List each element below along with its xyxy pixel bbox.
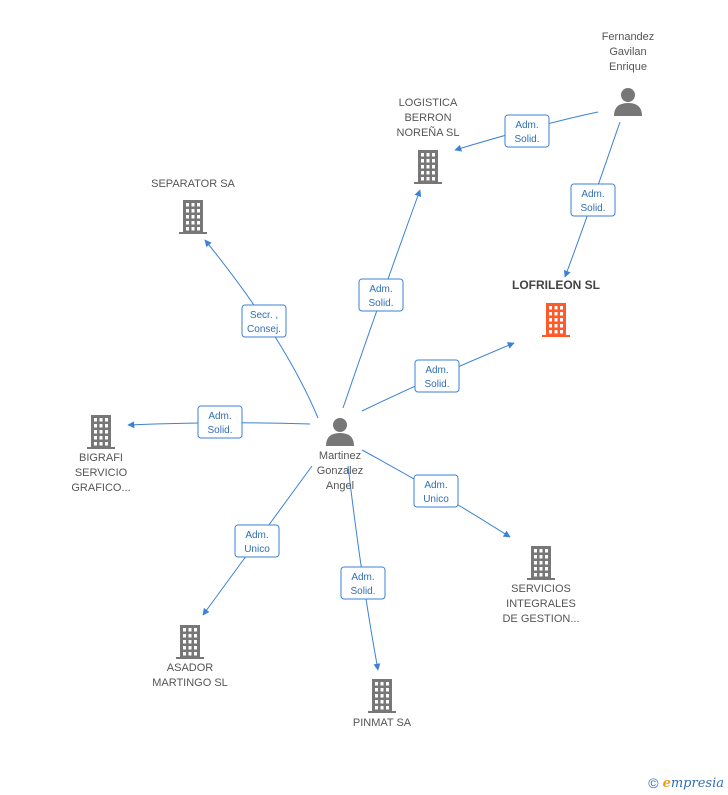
node-label: Gavilan [609, 46, 646, 58]
copyright-icon: © [648, 775, 659, 791]
edge-label-text: Adm. [424, 480, 447, 491]
node-label: Angel [326, 480, 354, 492]
node-bigrafi[interactable]: BIGRAFI SERVICIO GRAFICO... [71, 415, 131, 494]
node-label: PINMAT SA [353, 717, 412, 729]
node-label: LOGISTICA [399, 97, 458, 109]
edge-martinez-lofrileon: Adm. Solid. [361, 342, 515, 412]
edge-martinez-bigrafi: Adm. Solid. [127, 405, 311, 439]
edge-label-text: Solid. [350, 586, 375, 597]
edge-label-text: Adm. [581, 189, 604, 200]
edge-label-box[interactable] [234, 524, 280, 558]
person-icon [614, 88, 642, 116]
node-servicios[interactable]: SERVICIOS INTEGRALES DE GESTION... [502, 546, 580, 625]
edge-label-text: Solid. [368, 298, 393, 309]
node-label: Martinez [319, 450, 361, 462]
edge-martinez-asador: Adm. Unico [202, 465, 313, 616]
building-icon [176, 625, 204, 659]
footer-brand: © empresia [648, 775, 724, 791]
node-label: INTEGRALES [506, 598, 576, 610]
edge-label-text: Secr. , [250, 310, 278, 321]
node-logistica[interactable]: LOGISTICA BERRON NOREÑA SL [397, 97, 460, 184]
node-asador[interactable]: ASADOR MARTINGO SL [152, 625, 228, 689]
node-lofrileon[interactable]: LOFRILEON SL [512, 278, 600, 337]
edge-label-text: Unico [423, 494, 449, 505]
edge-label-text: Adm. [369, 284, 392, 295]
edge-martinez-pinmat: Adm. Solid. [340, 465, 386, 671]
node-separator[interactable]: SEPARATOR SA [151, 178, 236, 234]
node-label: DE GESTION... [502, 613, 579, 625]
edge-fernandez-lofrileon: Adm. Solid. [563, 121, 621, 278]
edge-label-text: Adm. [245, 530, 268, 541]
edge-label-box[interactable] [570, 183, 616, 217]
building-icon [414, 150, 442, 184]
edge-label-text: Solid. [580, 203, 605, 214]
node-label: GRAFICO... [71, 482, 130, 494]
edge-label-text: Consej. [247, 324, 281, 335]
building-icon [368, 679, 396, 713]
edge-label-text: Adm. [351, 572, 374, 583]
building-icon [179, 200, 207, 234]
edge-label-box[interactable] [241, 304, 287, 338]
edge-label-text: Adm. [515, 120, 538, 131]
edge-label-text: Unico [244, 544, 270, 555]
edge-label-box[interactable] [504, 114, 550, 148]
edge-label-text: Adm. [425, 365, 448, 376]
person-icon [326, 418, 354, 446]
edge-label-box[interactable] [414, 359, 460, 393]
edge-label-box[interactable] [413, 474, 459, 508]
node-label: ASADOR [167, 662, 214, 674]
building-icon [87, 415, 115, 449]
edge-label-box[interactable] [340, 566, 386, 600]
node-label: Fernandez [602, 31, 655, 43]
node-label: MARTINGO SL [152, 677, 228, 689]
node-label: SERVICIO [75, 467, 128, 479]
brand-logo[interactable]: empresia [662, 775, 724, 791]
edge-label-text: Adm. [208, 411, 231, 422]
node-label: SEPARATOR SA [151, 178, 235, 190]
edge-label-box[interactable] [358, 278, 404, 312]
node-label: LOFRILEON SL [512, 278, 600, 292]
edge-fernandez-logistica: Adm. Solid. [454, 111, 599, 152]
edge-label-text: Solid. [207, 425, 232, 436]
node-label: Enrique [609, 61, 647, 73]
node-label: BIGRAFI [79, 452, 123, 464]
node-label: SERVICIOS [511, 583, 571, 595]
node-pinmat[interactable]: PINMAT SA [353, 679, 412, 729]
node-label: BERRON [404, 112, 451, 124]
edge-martinez-logistica: Adm. Solid. [342, 189, 422, 409]
edge-martinez-separator: Secr. , Consej. [204, 239, 319, 419]
node-label: NOREÑA SL [397, 126, 460, 139]
edge-label-text: Solid. [424, 379, 449, 390]
edge-label-text: Solid. [514, 134, 539, 145]
building-icon [527, 546, 555, 580]
edge-label-box[interactable] [197, 405, 243, 439]
edge-martinez-servicios: Adm. Unico [361, 449, 511, 538]
building-icon [542, 303, 570, 337]
node-label: Gonzalez [317, 465, 363, 477]
